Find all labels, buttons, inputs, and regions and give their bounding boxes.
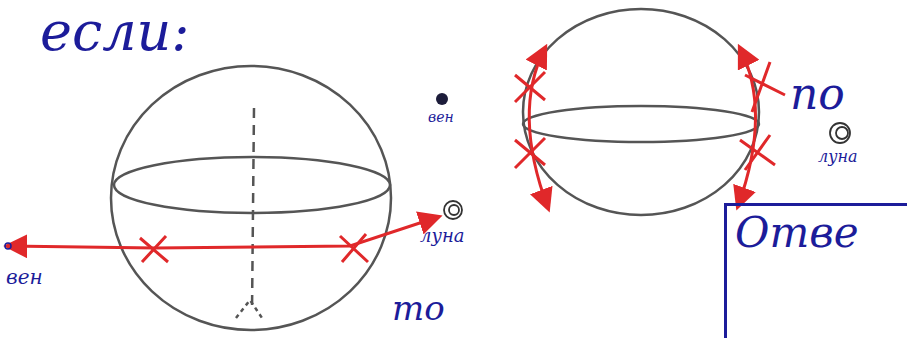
moon-label: луна: [818, 148, 858, 166]
conclusion-word: то: [392, 290, 445, 327]
moon-symbol: [444, 201, 462, 219]
venus-label: вен: [428, 110, 454, 125]
venus-label: вен: [6, 266, 43, 288]
ray-arrow: [8, 217, 438, 262]
partial-word: по: [790, 70, 845, 118]
venus-dot: [5, 243, 11, 249]
venus-dot: [436, 93, 448, 105]
left-sphere: [111, 66, 391, 330]
condition-word: если:: [40, 2, 190, 61]
moon-label: луна: [420, 226, 465, 246]
answer-heading: Отве: [727, 206, 907, 256]
moon-symbol: [830, 123, 850, 143]
right-sphere: [523, 9, 759, 215]
edge-arrows: [515, 48, 785, 208]
answer-box: Отве: [724, 203, 907, 338]
